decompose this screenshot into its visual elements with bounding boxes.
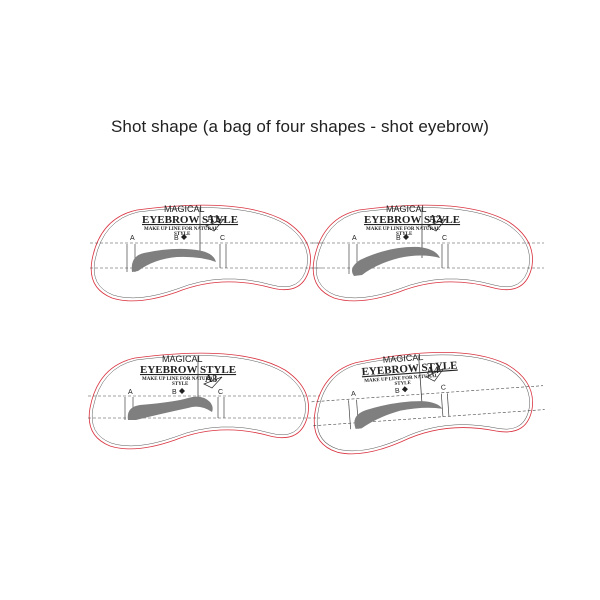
title-text: EYEBROW STYLE [364,214,460,226]
diamond-icon [403,234,409,240]
eyebrow-stencil-a3: MAGICAL EYEBROW STYLE MAKE UP LINE FOR N… [88,352,320,450]
arrow-icon [425,368,444,382]
mark-b: B [174,235,179,242]
shape-code: A4 [426,365,439,377]
shape-code: A3 [205,374,217,385]
mark-c: C [218,389,223,396]
arrow-icon [205,218,225,232]
title-text: EYEBROW STYLE [140,364,236,376]
diamond-icon [401,386,408,393]
stencil-outline [88,352,309,450]
eyebrow-shape [131,248,216,272]
mark-c: C [442,235,447,242]
arrow-icon [203,376,223,389]
subtitle-line2: STYLE [174,232,191,237]
subtitle-line1: MAKE UP LINE FOR NATURAL [366,227,441,232]
mark-b: B [395,388,400,395]
eyebrow-stencil-a1: MAGICAL EYEBROW STYLE MAKE UP LINE FOR N… [90,204,322,302]
mark-b: B [172,389,177,396]
arrow-icon [427,218,447,232]
brand-text: MAGICAL [164,204,205,214]
brand-text: MAGICAL [162,354,203,364]
shape-code: A1 [207,214,219,225]
page-caption: Shot shape (a bag of four shapes - shot … [110,117,490,136]
title-text: EYEBROW STYLE [142,214,238,226]
eyebrow-shape [354,401,443,429]
eyebrow-stencil-a2: MAGICAL EYEBROW STYLE MAKE UP LINE FOR N… [312,204,544,302]
mark-a: A [130,235,135,242]
eyebrow-shape [127,396,213,420]
mark-b: B [396,235,401,242]
shape-code: A2 [429,214,441,225]
subtitle-line2: STYLE [394,381,411,387]
diamond-icon [181,234,187,240]
subtitle-line2: STYLE [396,232,413,237]
eyebrow-shape [352,246,440,276]
subtitle-line1: MAKE UP LINE FOR NATURAL [142,377,217,382]
diamond-icon [179,388,185,394]
mark-a: A [128,389,133,396]
subtitle-line2: STYLE [172,382,189,387]
brand-text: MAGICAL [386,204,427,214]
mark-a: A [351,391,356,398]
subtitle-line1: MAKE UP LINE FOR NATURAL [364,374,439,384]
brand-text: MAGICAL [382,352,423,365]
eyebrow-stencil-a4: MAGICAL EYEBROW STYLE MAKE UP LINE FOR N… [311,351,545,455]
mark-a: A [352,235,357,242]
mark-c: C [220,235,225,242]
mark-c: C [441,384,447,391]
subtitle-line1: MAKE UP LINE FOR NATURAL [144,227,219,232]
stencil-outline [313,351,533,455]
